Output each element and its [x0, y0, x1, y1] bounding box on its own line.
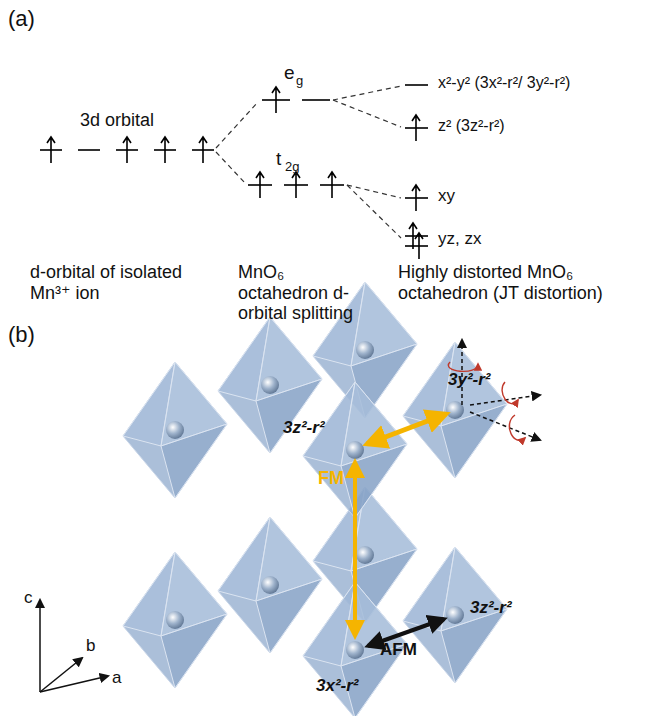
label: 3z²-r² [470, 598, 512, 618]
label: 3y²-r² [448, 370, 491, 390]
octahedron-face [403, 342, 507, 478]
label: d-orbital of isolated Mn³⁺ ion [30, 262, 220, 303]
label: yz, zx [438, 229, 481, 249]
label: xy [438, 186, 455, 206]
label: 2g [285, 160, 299, 175]
label: e [284, 62, 295, 84]
label: t [276, 148, 281, 170]
octahedron-face [123, 362, 227, 498]
rotation-axes [448, 340, 540, 440]
label: FM [318, 468, 344, 489]
label: (b) [8, 322, 35, 347]
energy-levels [40, 85, 428, 246]
label: g [296, 74, 303, 89]
label: b [86, 636, 95, 656]
label: (a) [8, 6, 35, 31]
mn-atom [166, 611, 184, 629]
octahedron-face [123, 552, 227, 688]
octahedra [123, 282, 507, 716]
label: 3x²-r² [316, 676, 359, 696]
mn-atom [446, 606, 464, 624]
label: x²-y² (3x²-r²/ 3y²-r²) [438, 74, 570, 92]
electron-spins [47, 87, 423, 259]
label: z² (3z²-r²) [438, 117, 505, 135]
label: 3d orbital [80, 110, 154, 131]
label: c [24, 588, 33, 608]
mn-atom [356, 341, 374, 359]
mn-atom [346, 641, 364, 659]
mn-atom [166, 421, 184, 439]
splitting-lines [216, 86, 401, 238]
exchange-arrows [355, 414, 446, 646]
label: AFM [380, 640, 417, 660]
mn-atom [356, 546, 374, 564]
label: a [112, 668, 121, 688]
octahedron-face [218, 517, 322, 653]
mn-atom [261, 576, 279, 594]
mn-atom [261, 376, 279, 394]
label: 3z²-r² [283, 418, 325, 438]
axis-arrows [40, 600, 108, 692]
label: Highly distorted MnO₆ octahedron (JT dis… [398, 262, 608, 303]
label: MnO₆ octahedron d-orbital splitting [238, 262, 378, 324]
mn-atom [346, 441, 364, 459]
